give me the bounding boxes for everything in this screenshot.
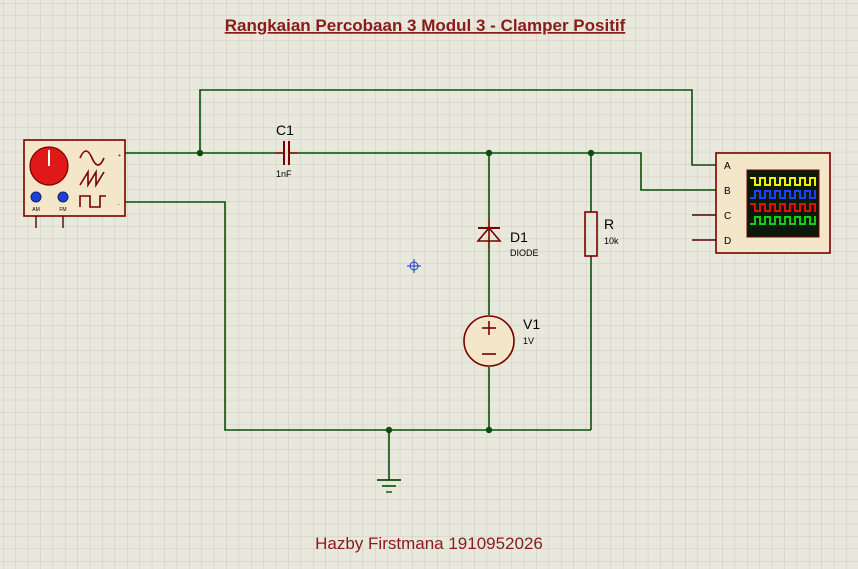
diode-ref: D1	[510, 229, 528, 245]
junction-dot	[385, 426, 393, 434]
capacitor-value: 1nF	[276, 169, 292, 179]
am-label: AM	[32, 207, 40, 213]
capacitor-ref: C1	[276, 122, 294, 138]
wires	[125, 89, 716, 480]
wire-gen-minus-to-ground	[125, 201, 591, 431]
resistor-r[interactable]: R 10k	[584, 211, 619, 257]
diode-d1[interactable]: D1 DIODE	[476, 220, 539, 258]
source-body-icon	[463, 315, 515, 367]
generator-plus-pin: +	[118, 153, 121, 159]
wire-c1-to-scope-b	[297, 152, 716, 191]
trace-a-icon	[750, 177, 816, 186]
scope-pin-d: D	[724, 236, 731, 247]
fm-knob-icon[interactable]	[57, 191, 69, 203]
fm-label: FM	[59, 207, 66, 213]
source-ref: V1	[523, 316, 540, 332]
schematic-title: Rangkaian Percobaan 3 Modul 3 - Clamper …	[225, 16, 626, 35]
crosshair-cursor-icon	[407, 259, 421, 273]
junction-dot	[485, 149, 493, 157]
diode-value: DIODE	[510, 248, 539, 258]
resistor-body-icon	[584, 211, 598, 257]
wire-gen-to-scope-a	[199, 89, 716, 166]
scope-pin-b: B	[724, 186, 731, 197]
junctions	[196, 149, 595, 434]
junction-dot	[485, 426, 493, 434]
sawtooth-wave-icon	[79, 169, 105, 188]
resistor-value: 10k	[604, 236, 619, 246]
trace-d-icon	[750, 216, 816, 225]
oscilloscope[interactable]: A B C D	[692, 152, 831, 254]
am-knob-icon[interactable]	[30, 191, 42, 203]
capacitor-c1[interactable]: C1 1nF	[276, 122, 297, 179]
trace-b-icon	[750, 190, 816, 199]
ground-symbol[interactable]	[377, 479, 401, 493]
source-value: 1V	[523, 336, 534, 346]
scope-pin-a: A	[724, 161, 731, 172]
trace-c-icon	[750, 203, 816, 212]
author-credit: Hazby Firstmana 1910952026	[315, 534, 543, 553]
square-wave-icon	[79, 195, 106, 208]
scope-pin-c: C	[724, 211, 731, 222]
diode-triangle-icon	[476, 226, 502, 242]
resistor-ref: R	[604, 216, 614, 232]
function-generator[interactable]: AM FM + -	[23, 139, 126, 228]
generator-minus-pin: -	[118, 202, 120, 208]
sine-wave-icon	[79, 150, 105, 166]
junction-dot	[196, 149, 204, 157]
waveform-icons	[79, 150, 106, 208]
dc-source-v1[interactable]: V1 1V	[463, 315, 540, 367]
junction-dot	[587, 149, 595, 157]
